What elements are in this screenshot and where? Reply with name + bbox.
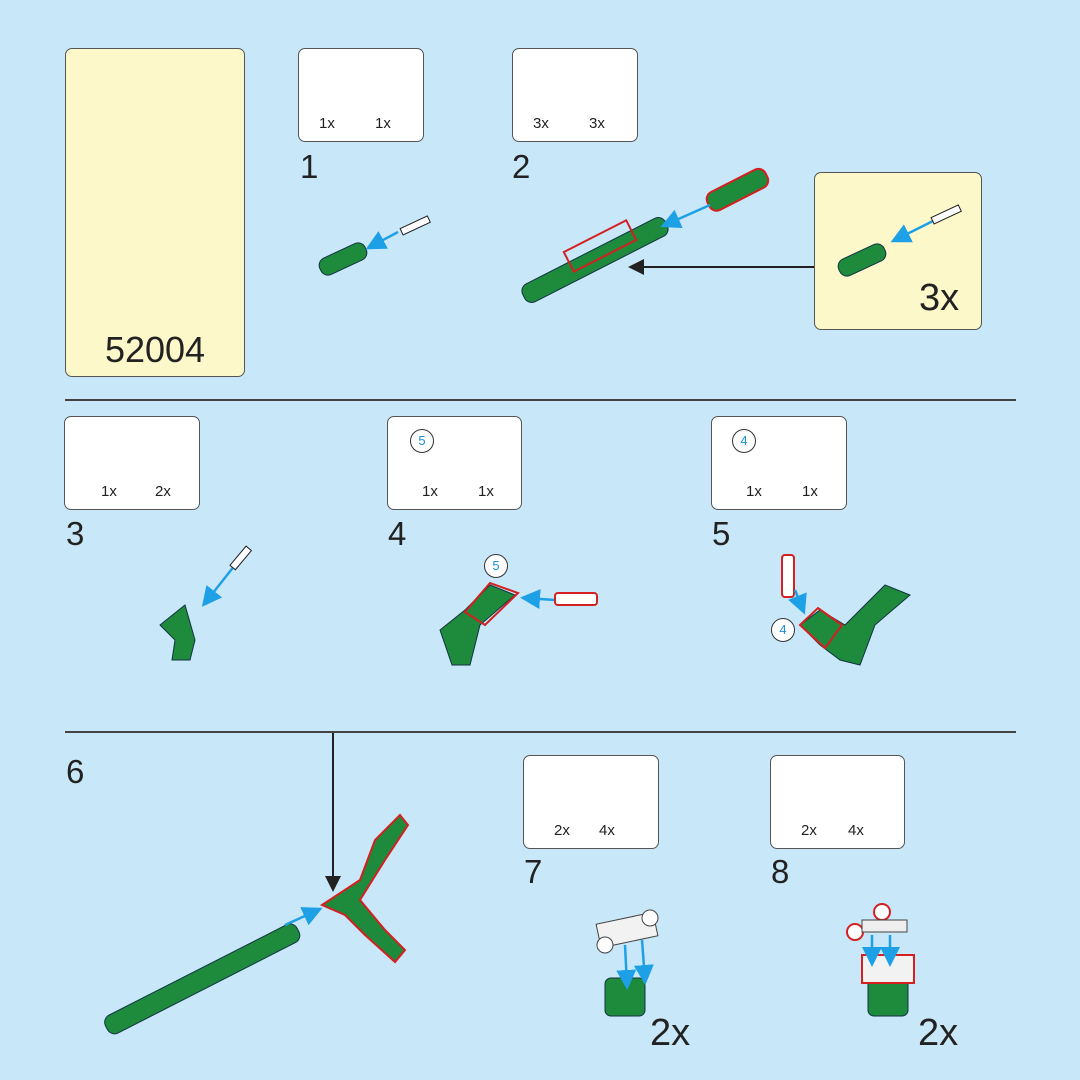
part-qty: 3x <box>533 115 549 132</box>
part-qty: 2x <box>801 822 817 839</box>
step-5-parts-list: 4 1x 1x <box>711 416 847 510</box>
part-qty: 4x <box>599 822 615 839</box>
step-2-parts-list: 3x 3x <box>512 48 638 142</box>
substep-multiplier: 3x <box>919 277 960 319</box>
cover-panel: 52004 <box>65 48 245 377</box>
part-qty: 2x <box>155 483 171 500</box>
step-number: 6 <box>66 753 85 790</box>
step-7-parts-list: 2x 4x <box>523 755 659 849</box>
part-qty: 2x <box>554 822 570 839</box>
part-qty: 1x <box>478 483 494 500</box>
part-qty: 3x <box>589 115 605 132</box>
step-number: 1 <box>300 148 319 185</box>
callout-badge: 4 <box>771 618 795 642</box>
step-number: 8 <box>771 853 790 890</box>
callout-badge: 4 <box>732 429 756 453</box>
substep-panel: 3x <box>814 172 982 330</box>
step-number: 7 <box>524 853 543 890</box>
step-1-parts-list: 1x 1x <box>298 48 424 142</box>
step-number: 4 <box>388 515 407 552</box>
substep-illustration <box>837 204 962 277</box>
divider <box>65 731 1016 733</box>
step-multiplier: 2x <box>918 1012 959 1054</box>
part-qty: 4x <box>848 822 864 839</box>
step-number: 3 <box>66 515 85 552</box>
part-qty: 1x <box>422 483 438 500</box>
divider <box>65 399 1016 401</box>
part-qty: 1x <box>319 115 335 132</box>
step-number: 5 <box>712 515 731 552</box>
part-qty: 1x <box>746 483 762 500</box>
callout-badge: 5 <box>410 429 434 453</box>
step-multiplier: 2x <box>650 1012 691 1054</box>
part-qty: 1x <box>101 483 117 500</box>
callout-badge: 5 <box>484 554 508 578</box>
part-qty: 1x <box>375 115 391 132</box>
step-number: 2 <box>512 148 531 185</box>
step-8-parts-list: 2x 4x <box>770 755 905 849</box>
step-3-parts-list: 1x 2x <box>64 416 200 510</box>
set-number: 52004 <box>104 329 206 370</box>
part-qty: 1x <box>802 483 818 500</box>
step-4-parts-list: 5 1x 1x <box>387 416 522 510</box>
